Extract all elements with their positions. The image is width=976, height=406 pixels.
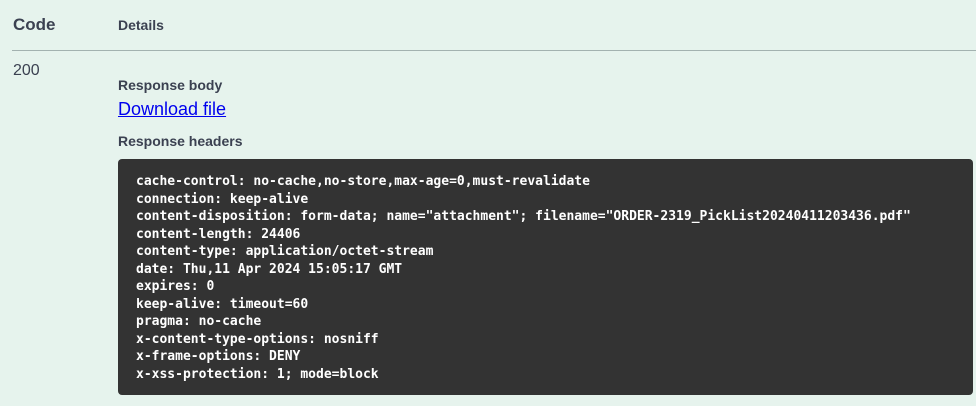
responses-table: Code Details 200 Response body Download … — [0, 0, 976, 395]
response-header-line: pragma: no-cache — [136, 314, 262, 329]
download-file-link[interactable]: Download file — [118, 99, 227, 119]
response-header-line: date: Thu,11 Apr 2024 15:05:17 GMT — [136, 261, 403, 277]
response-header-line: cache-control: no-cache,no-store,max-age… — [136, 174, 590, 189]
response-header-line: expires: 0 — [136, 279, 215, 294]
column-header-code: Code — [13, 15, 56, 34]
response-status-code: 200 — [13, 62, 40, 79]
header-divider — [12, 50, 976, 51]
responses-table-header: Code Details — [0, 0, 976, 35]
column-header-details: Details — [118, 17, 164, 33]
response-body-label: Response body — [118, 77, 223, 93]
response-header-line: x-frame-options: DENY — [136, 349, 301, 364]
response-header-line: connection: keep-alive — [136, 191, 309, 207]
response-row: 200 Response body Download file Response… — [0, 62, 976, 395]
response-header-line: content-type: application/octet-stream — [136, 244, 434, 259]
response-header-line: content-disposition: form-data; name="at… — [136, 209, 911, 224]
response-details-cell: Response body Download file Response hea… — [118, 62, 976, 395]
response-header-line: keep-alive: timeout=60 — [136, 296, 309, 312]
response-headers-label: Response headers — [118, 133, 243, 149]
response-header-line: x-content-type-options: nosniff — [136, 331, 379, 347]
response-header-line: x-xss-protection: 1; mode=block — [136, 366, 379, 382]
response-header-line: content-length: 24406 — [136, 226, 301, 242]
response-headers-block: cache-control: no-cache,no-store,max-age… — [118, 159, 973, 395]
